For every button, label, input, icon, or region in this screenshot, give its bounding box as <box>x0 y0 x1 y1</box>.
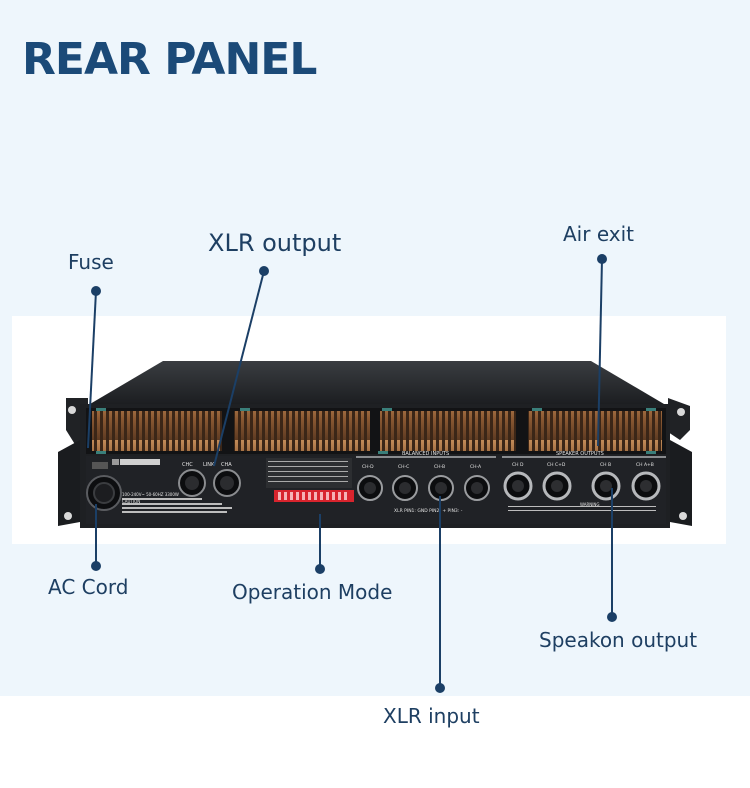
label-caution: CAUTION <box>122 499 140 504</box>
callout-operation-mode: Operation Mode <box>232 580 393 604</box>
label-ch-cd-out: CH C+D <box>547 462 566 468</box>
callout-ac-cord: AC Cord <box>48 575 129 599</box>
xlr-output-connectors <box>178 469 241 497</box>
label-ch-b-out: CH B <box>600 462 611 468</box>
xlr-input-connectors <box>357 475 490 501</box>
label-ch-a-in: CH-A <box>470 464 482 470</box>
callout-fuse: Fuse <box>68 250 114 274</box>
callout-xlr-input: XLR input <box>383 704 480 728</box>
label-balanced-inputs: BALANCED INPUTS <box>402 451 449 457</box>
label-cha: CHA <box>221 462 232 468</box>
label-link: LINK <box>203 462 215 468</box>
label-warning: WARNING <box>580 502 600 507</box>
case-top <box>90 361 664 404</box>
label-xlr-pins: XLR PIN1: GND PIN2: + PIN3: - <box>394 508 463 514</box>
page-title: REAR PANEL <box>22 34 317 85</box>
callout-air-exit: Air exit <box>563 222 635 246</box>
callout-xlr-output: XLR output <box>208 229 342 257</box>
label-ch-ab-out: CH A+B <box>636 462 654 468</box>
label-ch-b-in: CH-B <box>434 464 445 470</box>
speakon-output-connectors <box>503 471 661 501</box>
label-ch-d-in: CH-D <box>362 464 374 470</box>
label-chc: CHC <box>182 462 193 468</box>
label-speaker-outputs: SPEAKER OUTPUTS <box>556 451 604 457</box>
bottom-band <box>0 696 750 788</box>
callout-speakon-output: Speakon output <box>539 628 698 652</box>
label-ch-d-out: CH D <box>512 462 524 468</box>
label-ch-c-in: CH-C <box>398 464 409 470</box>
label-power-rating: 100-240V~ 50-60HZ 3300W <box>122 492 179 497</box>
